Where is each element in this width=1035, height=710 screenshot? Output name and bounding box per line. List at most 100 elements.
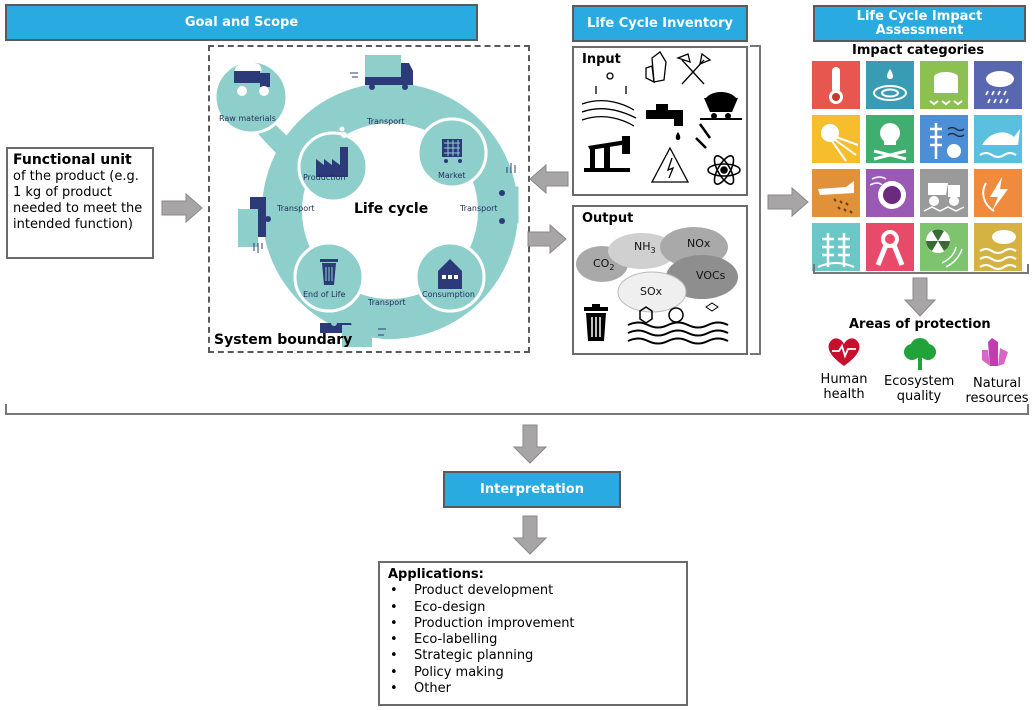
farmland-icon bbox=[581, 72, 637, 127]
applications-box: Applications: Product development Eco-de… bbox=[378, 561, 688, 706]
impact-categories-grid bbox=[812, 61, 1028, 271]
list-item: Product development bbox=[388, 583, 678, 600]
co2-label: CO2 bbox=[593, 257, 615, 273]
energy-icon bbox=[982, 177, 1008, 212]
high-voltage-icon bbox=[650, 146, 690, 183]
impact-tile bbox=[974, 115, 1022, 163]
functional-unit-title: Functional unit bbox=[13, 152, 132, 168]
output-title: Output bbox=[582, 211, 634, 226]
sun-icon bbox=[821, 124, 859, 162]
trash-bin-icon bbox=[584, 304, 608, 341]
heart-rate-icon bbox=[828, 338, 860, 366]
impact-tile bbox=[812, 115, 860, 163]
stage-end-of-life: End of Life bbox=[303, 290, 346, 299]
arrow-down-icon bbox=[513, 424, 548, 464]
impact-bracket bbox=[813, 264, 1029, 274]
sox-label: SOx bbox=[640, 285, 663, 298]
goal-scope-label: Goal and Scope bbox=[184, 14, 299, 30]
atom-icon bbox=[707, 155, 741, 185]
input-box: Input bbox=[572, 46, 748, 196]
interpretation-header: Interpretation bbox=[443, 471, 621, 508]
impact-tile bbox=[866, 115, 914, 163]
inventory-bracket bbox=[750, 45, 761, 355]
output-box: Output CO2 NH3 NOx VOCs SOx bbox=[572, 205, 748, 355]
impact-tile bbox=[812, 61, 860, 109]
stage-consumption: Consumption bbox=[422, 290, 475, 299]
interpretation-label: Interpretation bbox=[480, 481, 584, 497]
factory-icon bbox=[316, 126, 348, 177]
ribbon-icon bbox=[875, 230, 905, 266]
impact-tile bbox=[920, 169, 968, 217]
cloud-waves-icon bbox=[979, 230, 1017, 270]
truck-left-icon bbox=[238, 197, 271, 253]
house-icon bbox=[438, 259, 462, 289]
truck-bottom-icon bbox=[320, 320, 386, 347]
inventory-header: Life Cycle Inventory bbox=[572, 5, 748, 42]
areas-of-protection-title: Areas of protection bbox=[849, 317, 991, 332]
list-item: Strategic planning bbox=[388, 648, 678, 665]
functional-unit-box: Functional unit of the product (e.g. 1 k… bbox=[6, 147, 154, 259]
list-item: Other bbox=[388, 681, 678, 698]
list-item: Eco-design bbox=[388, 600, 678, 617]
system-boundary bbox=[208, 45, 530, 353]
impact-tile bbox=[812, 169, 860, 217]
impact-tile bbox=[866, 169, 914, 217]
impact-assessment-label: Life Cycle Impact Assessment bbox=[856, 8, 983, 38]
truck-top-icon bbox=[350, 55, 413, 90]
framework-bracket bbox=[5, 404, 1029, 415]
list-item: Eco-labelling bbox=[388, 632, 678, 649]
goal-scope-header: Goal and Scope bbox=[5, 4, 478, 41]
transport-label-left: Transport bbox=[277, 204, 315, 213]
impact-tile bbox=[866, 223, 914, 271]
crop-duster-icon bbox=[818, 181, 854, 214]
impact-tile bbox=[920, 223, 968, 271]
radiation-icon bbox=[926, 229, 963, 268]
applications-list: Product development Eco-design Productio… bbox=[388, 583, 678, 697]
inventory-label: Life Cycle Inventory bbox=[587, 15, 733, 31]
stage-raw-materials: Raw materials bbox=[219, 114, 276, 123]
dump-truck-icon bbox=[234, 62, 270, 96]
hammer-pick-icon bbox=[676, 52, 712, 85]
stage-production: Production bbox=[303, 173, 346, 182]
transport-label-right: Transport bbox=[460, 204, 498, 213]
system-boundary-label: System boundary bbox=[214, 332, 353, 348]
arrow-right-icon bbox=[527, 223, 567, 255]
impact-tile bbox=[920, 61, 968, 109]
cart-icon bbox=[442, 139, 462, 163]
crystal-icon bbox=[982, 338, 1008, 366]
life-cycle-center-label: Life cycle bbox=[354, 201, 429, 217]
impact-tile bbox=[974, 61, 1022, 109]
impact-tile bbox=[974, 223, 1022, 271]
impact-tile bbox=[974, 169, 1022, 217]
impact-tile bbox=[866, 61, 914, 109]
input-icons bbox=[581, 51, 742, 185]
tree-stump-icon bbox=[929, 72, 963, 106]
nh3-label: NH3 bbox=[634, 240, 656, 256]
nox-label: NOx bbox=[687, 237, 711, 250]
life-cycle-diagram bbox=[213, 55, 519, 347]
water-drop-icon bbox=[873, 69, 907, 101]
arrow-down-icon bbox=[513, 515, 548, 555]
input-title: Input bbox=[582, 52, 621, 67]
list-item: Policy making bbox=[388, 665, 678, 682]
fish-icon bbox=[979, 129, 1020, 158]
impact-tile bbox=[812, 223, 860, 271]
transport-label-bottom: Transport bbox=[368, 298, 406, 307]
oil-pump-icon bbox=[584, 136, 630, 172]
tree-icon bbox=[904, 338, 936, 370]
functional-unit-text: of the product (e.g. 1 kg of product nee… bbox=[13, 169, 143, 232]
impact-assessment-header: Life Cycle Impact Assessment bbox=[813, 5, 1026, 42]
emission-clouds bbox=[576, 227, 738, 345]
skull-icon bbox=[873, 123, 907, 161]
thermometer-icon bbox=[829, 67, 843, 104]
impact-categories-title: Impact categories bbox=[852, 43, 985, 58]
list-item: Production improvement bbox=[388, 616, 678, 633]
crystal-icon bbox=[645, 51, 667, 84]
transport-label-top: Transport bbox=[367, 117, 405, 126]
faucet-icon bbox=[646, 104, 683, 140]
applications-title: Applications: bbox=[388, 567, 484, 582]
vocs-label: VOCs bbox=[696, 269, 726, 282]
